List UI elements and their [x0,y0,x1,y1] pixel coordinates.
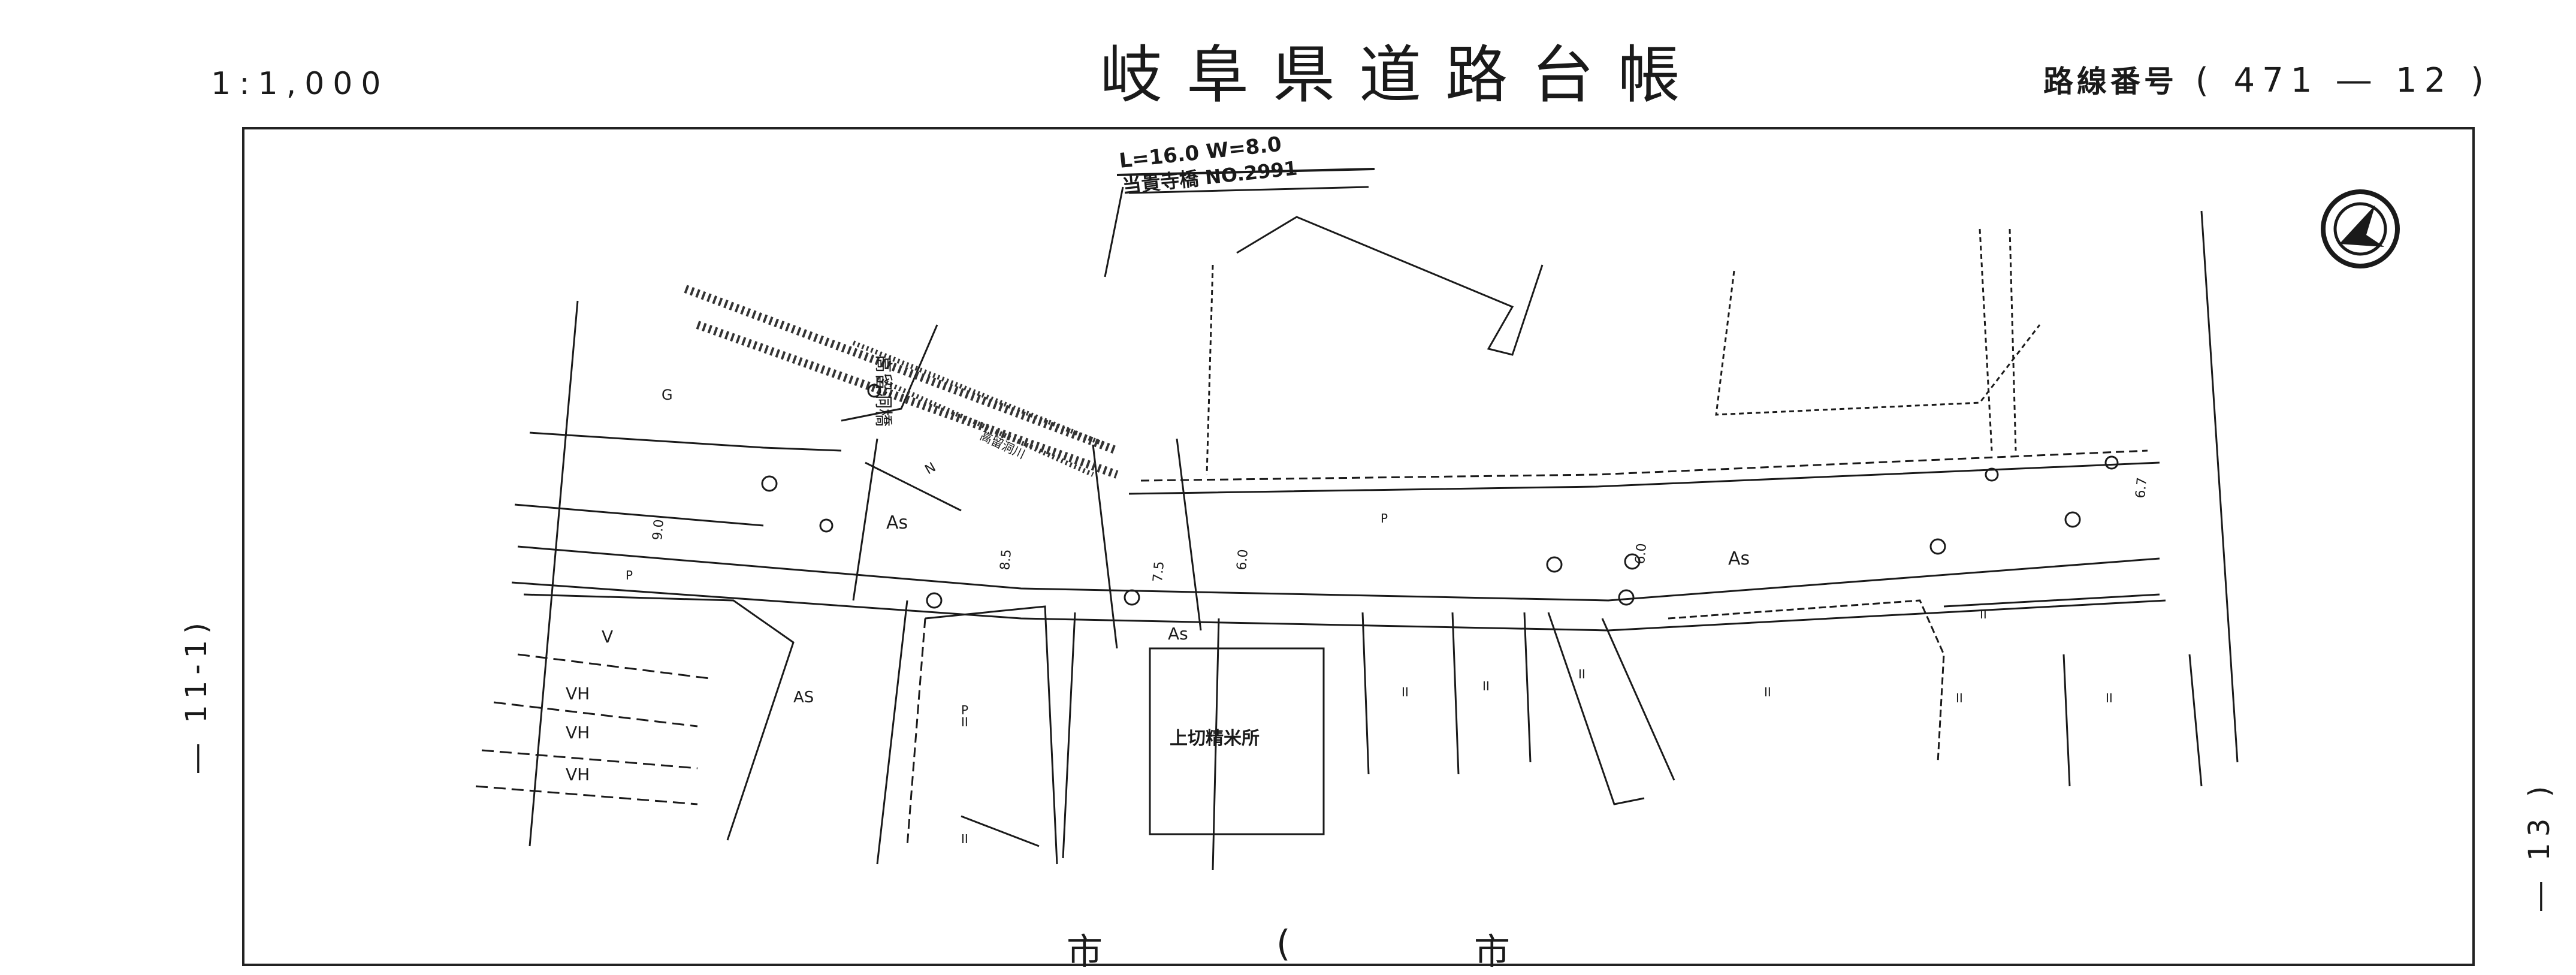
route-number: 路線番号 ( 471 ― 12 ) [2043,58,2491,101]
label-n: N [923,460,939,478]
parcel-label-vh-3: VH [566,765,590,784]
road-width-dim-4: 6.0 [1234,548,1251,570]
parcel-label-vh-1: VH [566,684,590,704]
adjacent-sheet-right: ― 13 ) [2523,780,2556,911]
parcel-label-ii-1: II [961,832,968,846]
parcel-label-ii-6: II [1764,685,1771,699]
building-label: 上切精米所 [1170,728,1260,749]
parcel-label-g: G [662,387,673,403]
road-ledger-map: L=16.0 W=8.0 当貴寺橋 NO.2991 高留洞橋 高留洞川 上切精米… [475,132,2400,871]
route-number-value: 471 [2233,61,2320,100]
route-dash: ― [2337,61,2378,100]
map-scale: 1:1,000 [211,66,389,102]
road-width-dim-2: 8.5 [998,548,1014,570]
parcel-label-vh-2: VH [566,723,590,742]
route-close-paren: ) [2471,61,2491,100]
page-title: 岐阜県道路台帳 [1100,38,1705,111]
road-label-as-2: As [1168,624,1188,644]
road-label-as-1: As [886,512,908,533]
parcel-label-as-small: AS [793,689,814,707]
road-edge-north [517,545,2160,602]
parcel-label-p-2: P [961,703,968,717]
road-width-dim-3: 7.5 [1150,560,1167,582]
parcel-label-p-1: P [626,568,633,582]
parcel-label-ii-7: II [1956,691,1963,705]
parcel-label-ii-5: II [1578,667,1586,681]
road-label-as-3: As [1728,548,1750,569]
north-arrow-icon [2321,189,2400,268]
parcel-label-ii-3: II [1402,685,1409,699]
bridge-vertical-label: 高留洞橋 [872,355,893,427]
route-open-paren: ( [2195,61,2216,100]
parcel-label-ii-8: II [2106,691,2113,705]
road-edge-south [511,581,2166,632]
road-width-dim-6: 6.7 [2133,476,2150,499]
route-number-label: 路線番号 [2043,64,2178,99]
parcel-label-v: V [602,627,613,647]
parcel-label-ii-2: II [961,715,968,729]
route-sheet-value: 12 [2396,61,2453,100]
parcel-label-ii-9: II [1980,607,1987,621]
parcel-label-p-3: P [1381,511,1388,526]
parcel-label-ii-4: II [1482,679,1490,693]
road-width-dim-5: 6.0 [1633,542,1650,565]
road-width-dim-1: 9.0 [650,518,667,541]
adjacent-sheet-left: ― 11-1) [180,617,213,773]
